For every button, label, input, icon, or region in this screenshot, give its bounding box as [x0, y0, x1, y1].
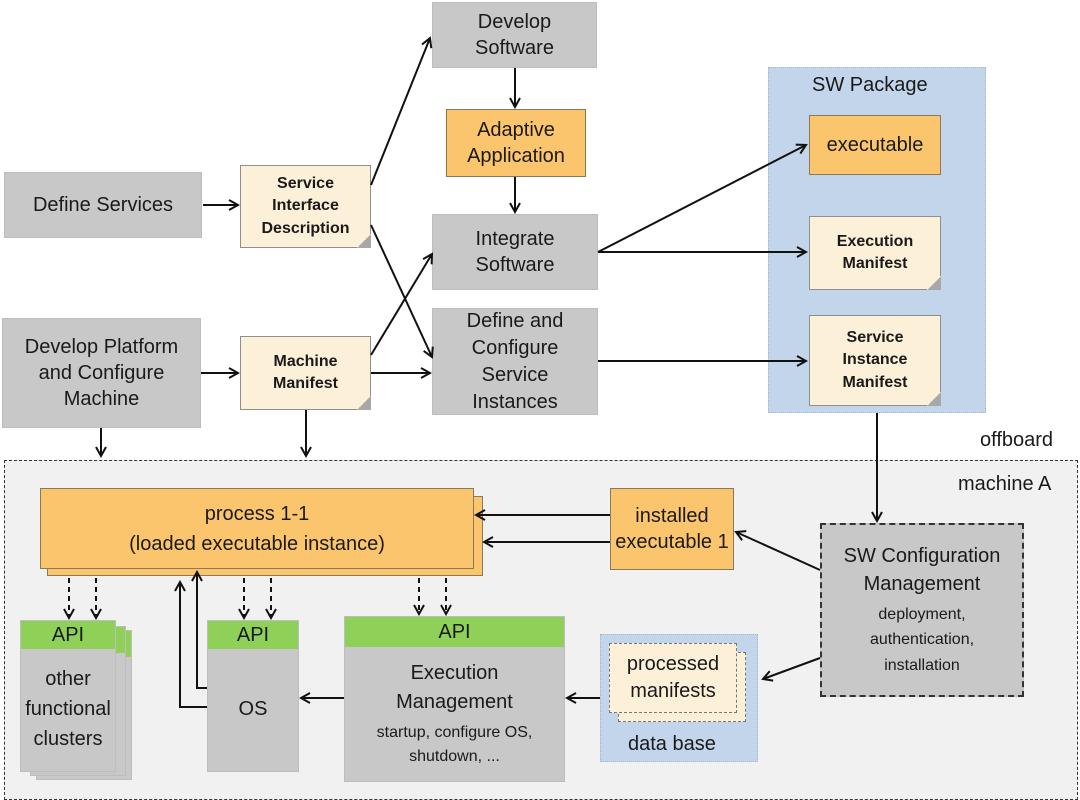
sw-package-title: SW Package: [812, 74, 928, 96]
process-title: process 1-1: [204, 502, 310, 525]
folded-corner-icon: [927, 276, 941, 290]
installed-executable-box: installed executable 1: [610, 488, 734, 570]
processed-manifests-line1: processed: [626, 653, 720, 675]
folded-corner-icon: [357, 396, 371, 410]
execution-manifest-line2: Manifest: [842, 255, 908, 272]
sim-line1: Service: [846, 328, 904, 346]
adaptive-application-box: Adaptive Application: [446, 109, 586, 177]
develop-platform-box: Develop Platform and Configure Machine: [2, 318, 201, 428]
sim-line2: Instance: [842, 351, 908, 369]
api-label: API: [345, 617, 564, 647]
develop-software-box: Develop Software: [432, 2, 597, 68]
machine-manifest-note: Machine Manifest: [240, 336, 371, 410]
sid-line1: Service: [277, 174, 334, 192]
sw-config-mgmt-line2: Management: [863, 572, 981, 595]
api-label: API: [208, 621, 298, 649]
define-services-label: Define Services: [32, 194, 174, 216]
machine-a-label: machine A: [958, 473, 1052, 495]
machine-manifest-line2: Manifest: [273, 375, 338, 392]
execution-manifest-note: Execution Manifest: [809, 216, 941, 290]
arrow-sid-to-define-configure: [370, 224, 432, 357]
define-configure-line1: Define and: [466, 309, 564, 332]
service-instance-manifest-note: Service Instance Manifest: [809, 315, 941, 406]
machine-manifest-line1: Machine: [273, 352, 338, 370]
executable-label: executable: [826, 134, 924, 156]
execution-mgmt-line1: Execution: [410, 662, 499, 684]
execution-manifest-line1: Execution: [836, 232, 914, 250]
other-clusters-box: API other functional clusters: [20, 620, 116, 772]
process-box: process 1-1 (loaded executable instance): [40, 488, 474, 569]
execution-mgmt-box: API Execution Management startup, config…: [344, 616, 565, 782]
define-services-box: Define Services: [4, 172, 202, 238]
executable-box: executable: [809, 115, 941, 175]
define-configure-line4: Instances: [472, 390, 558, 413]
api-label: API: [21, 621, 115, 649]
adaptive-application-line2: Application: [467, 145, 565, 167]
integrate-software-line1: Integrate: [475, 228, 555, 250]
sw-config-detail1: deployment,: [878, 605, 966, 623]
os-label: OS: [238, 698, 268, 720]
offboard-label: offboard: [980, 429, 1054, 451]
develop-software-line2: Software: [475, 37, 554, 59]
sid-line3: Description: [261, 219, 350, 237]
database-label: data base: [628, 733, 716, 755]
sw-config-detail2: authentication,: [869, 631, 975, 649]
os-box: API OS: [207, 620, 299, 772]
define-configure-line2: Configure: [471, 336, 559, 359]
develop-platform-line3: Machine: [63, 388, 140, 410]
sim-line3: Manifest: [842, 373, 908, 391]
other-clusters-line1: other: [45, 668, 91, 690]
execution-mgmt-detail1: startup, configure OS,: [376, 724, 533, 741]
adaptive-application-line1: Adaptive: [477, 119, 555, 141]
installed-executable-line1: installed: [635, 505, 709, 527]
folded-corner-icon: [927, 392, 941, 406]
service-interface-description-note: Service Interface Description: [240, 165, 371, 248]
arrow-sid-to-develop-software: [370, 38, 430, 186]
sw-config-mgmt-line1: SW Configuration: [843, 544, 1001, 567]
processed-manifests-line2: manifests: [630, 680, 716, 702]
develop-software-line1: Develop: [477, 11, 552, 33]
other-clusters-line2: functional: [25, 698, 111, 720]
other-clusters-line3: clusters: [33, 728, 103, 750]
processed-manifests-note: processed manifests: [609, 643, 737, 713]
integrate-software-box: Integrate Software: [432, 214, 598, 290]
execution-mgmt-line2: Management: [396, 691, 513, 713]
folded-corner-icon: [357, 234, 371, 248]
develop-platform-line2: and Configure: [38, 362, 165, 384]
process-subtitle: (loaded executable instance): [129, 532, 385, 555]
integrate-software-line2: Software: [475, 254, 555, 276]
sid-line2: Interface: [272, 197, 339, 215]
arrow-mm-to-integrate: [370, 254, 432, 356]
define-configure-box: Define and Configure Service Instances: [432, 308, 598, 415]
sw-config-mgmt-box: SW Configuration Management deployment, …: [820, 523, 1024, 697]
develop-platform-line1: Develop Platform: [24, 336, 179, 358]
execution-mgmt-detail2: shutdown, ...: [409, 748, 500, 765]
define-configure-line3: Service: [481, 363, 549, 386]
installed-executable-line2: executable 1: [615, 531, 729, 553]
sw-config-detail3: installation: [884, 656, 960, 674]
